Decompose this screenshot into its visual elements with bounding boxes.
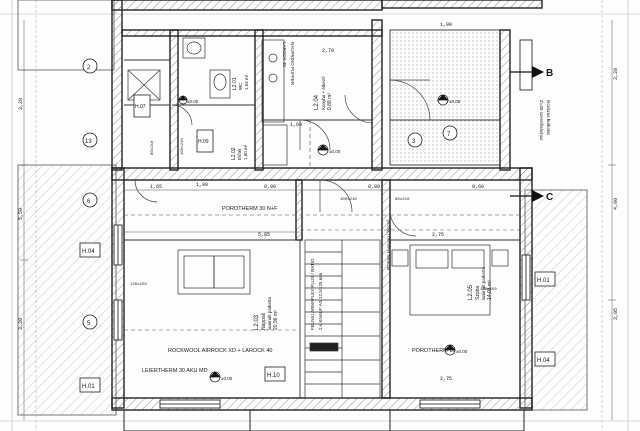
tag-h01b: H.01 — [82, 384, 95, 390]
living-code: L2.03 — [254, 314, 260, 330]
plan-texts: L2.03 Nappali laminált parketta 20,96 m²… — [18, 22, 619, 390]
living-name: Nappali — [261, 313, 267, 330]
level-2: ±0.00 — [456, 349, 468, 354]
level-1: ±0.00 — [221, 376, 233, 381]
side-notes: Z=30 szerelősávhoz lécvázas burkolat — [539, 100, 551, 141]
hall-code: L2.04 — [314, 94, 320, 110]
opening-5: 120x150 — [130, 283, 147, 287]
entry-code: L2.02 — [231, 147, 237, 160]
wall-note-right: POROTHERM 10 — [412, 348, 455, 354]
tag-f7: 7 — [447, 132, 451, 138]
wall-note-bottom2: LEIERTHERM 30 AKU MD — [142, 368, 208, 374]
toilet-name: WC — [238, 82, 243, 90]
dim-6: 2,75 — [440, 376, 452, 382]
windows — [113, 39, 533, 409]
dim-10: 0,80 — [368, 184, 380, 190]
tag-f6: 6 — [87, 199, 91, 205]
dim-4: 1,60 — [290, 122, 302, 128]
top-note-2: LAROCK 40 — [282, 42, 287, 67]
openings-1: 100x210 80x210 — [151, 138, 185, 155]
wall-note-bottom: ROCKWOOL AIRROCK XD + LAROCK 40 — [168, 348, 272, 354]
opening-6: 120x150 — [480, 288, 497, 292]
level-4: ±0.00 — [187, 99, 199, 104]
entry-area: 1,60 m² — [243, 144, 248, 160]
wall-note-left: POROTHERM 30 N+F — [222, 206, 278, 212]
opening-2: 80x210 — [151, 140, 155, 155]
left-dims: 3,20 5,50 3,30 — [18, 98, 24, 330]
dim-11: 0,60 — [472, 184, 484, 190]
tag-h09: H.09 — [198, 139, 209, 145]
right-dims: 3,20 4,90 3,05 — [613, 68, 619, 320]
dim-7: 1,00 — [196, 182, 208, 188]
top-note: RAUPRINO PUFFER — [290, 42, 295, 86]
partitions — [124, 59, 520, 398]
ceiling-lines — [124, 120, 520, 331]
tag-f2: 2 — [87, 65, 91, 71]
hall-name: Konyha + étkező — [321, 76, 326, 110]
dim-1: 5,85 — [258, 232, 270, 238]
living-area: 20,96 m² — [273, 310, 279, 330]
dim-lines — [20, 20, 616, 420]
toilet-area: 1,54 m² — [244, 74, 249, 90]
dim-2: 1,65 — [150, 184, 162, 190]
lower-walls — [123, 409, 525, 431]
entry-name: Előtér — [237, 148, 242, 160]
opening-3: 90x210 — [395, 198, 410, 202]
level-5: ±0.05 — [449, 99, 461, 104]
bedroom-floor: laminált parketta — [481, 266, 486, 300]
hall-area: 9,88 m² — [327, 93, 333, 110]
tag-h01a: H.01 — [537, 278, 550, 284]
level-markers — [178, 94, 456, 383]
tag-boxes — [79, 58, 556, 393]
furniture — [127, 37, 509, 316]
bedroom-name: Szoba — [475, 286, 481, 300]
stair-notes: FELNIU ARMAFLEX PLUS / RATIO 2 ≤ KNAUF A… — [310, 219, 391, 330]
opening-1: 100x210 — [181, 138, 185, 155]
dim-9: 0,90 — [264, 184, 276, 190]
living-label: L2.03 Nappali laminált parketta 20,96 m² — [254, 296, 279, 330]
section-b: B — [546, 68, 553, 79]
level-3: ±0.00 — [329, 149, 341, 154]
tag-h10: H.10 — [267, 373, 280, 379]
dim-right-3: 3,05 — [613, 308, 619, 320]
dim-5: 2,75 — [432, 232, 444, 238]
living-floor: laminált parketta — [267, 296, 272, 330]
bedroom-label: L2.05 Szoba laminált parketta 14,03 m² — [468, 266, 493, 300]
tag-h07: H.07 — [135, 104, 146, 110]
tag-f3: 3 — [412, 139, 416, 145]
bedroom-code: L2.05 — [468, 284, 474, 300]
stair-note-2: FELNIU ARMAFLEX PLUS / RATIO — [310, 258, 315, 330]
entry-label: L2.02 Előtér 1,60 m² — [231, 144, 248, 160]
dim-3: 2,70 — [322, 48, 334, 54]
tag-h04a: H.04 — [82, 249, 95, 255]
tag-h04b: H.04 — [537, 358, 550, 364]
stair-note-1: 2 ≤ KNAUF AS 12,5/125 mm — [318, 273, 323, 330]
stair — [304, 239, 381, 399]
dim-left-1: 3,20 — [18, 98, 24, 110]
tag-f5: 5 — [87, 321, 91, 327]
side-note-2: lécvázas burkolat — [546, 100, 551, 136]
opening-4: 100x210 — [340, 198, 357, 202]
dim-left-3: 3,30 — [18, 318, 24, 330]
bedroom-area: 14,03 m² — [487, 280, 493, 300]
dim-left-2: 5,50 — [18, 208, 24, 220]
door-swings — [134, 79, 431, 237]
hall-label: L2.04 Konyha + étkező 9,88 m² — [314, 76, 333, 110]
dim-right-2: 4,90 — [613, 198, 619, 210]
left-balcony — [17, 0, 117, 416]
dim-8: 1,90 — [440, 22, 452, 28]
top-notes: RAUPRINO PUFFER LAROCK 40 — [282, 42, 295, 86]
side-note: Z=30 szerelősávhoz — [539, 100, 544, 141]
section-marks — [510, 66, 544, 202]
toilet-code: L2.01 — [232, 77, 238, 90]
section-c: C — [546, 192, 553, 203]
dim-right-1: 3,20 — [613, 68, 619, 80]
tag-f13: 13 — [85, 139, 92, 145]
stair-note-3: ROFAN H-anyag / lépcső — [386, 219, 391, 270]
toilet-label: L2.01 WC 1,54 m² — [232, 74, 249, 90]
